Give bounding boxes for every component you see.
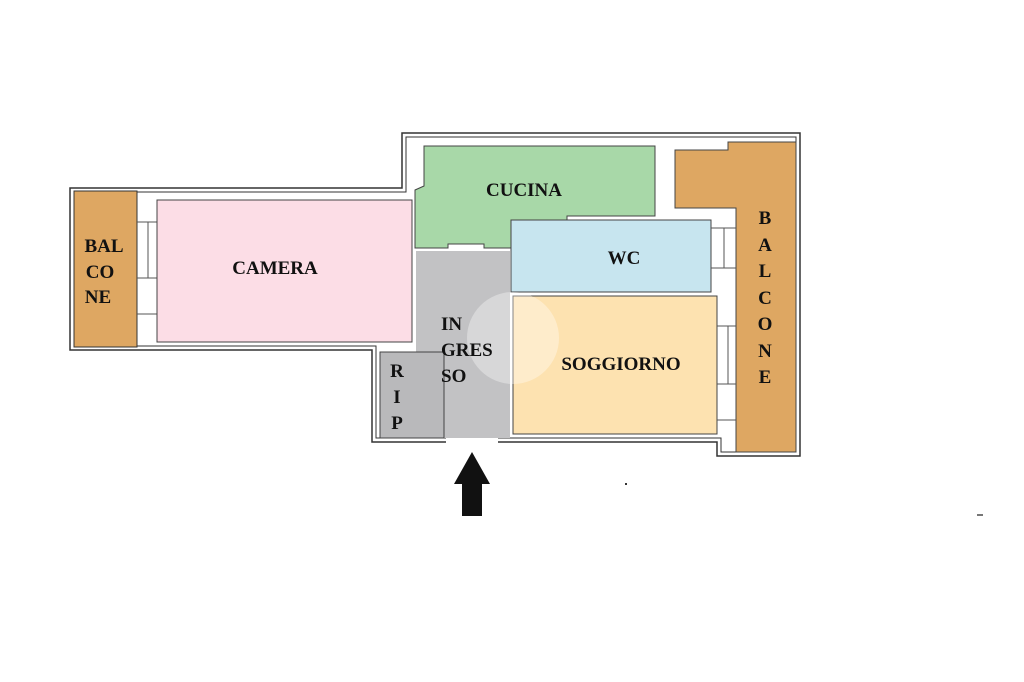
ripostiglio-label: R I P: [390, 361, 404, 434]
cucina-room: [414, 145, 656, 249]
stray-dot: [625, 483, 627, 485]
ingresso-line: SO: [441, 366, 466, 387]
balcone-left-line: NE: [85, 287, 111, 308]
balcone-left-label: BAL CO NE: [84, 236, 123, 308]
outer-walls: [69, 132, 801, 457]
balcony-left-room: [73, 190, 138, 348]
camera-room: [156, 199, 413, 343]
balcone-right-letter: B: [759, 208, 772, 229]
arrow-up-icon: [454, 452, 490, 516]
ingresso-label: IN GRES SO: [441, 314, 493, 387]
ripostiglio-room: [379, 351, 445, 439]
balcone-right-letter: A: [758, 235, 772, 256]
soggiorno-room: [512, 295, 718, 435]
balcone-left-line: BAL: [84, 236, 123, 257]
soggiorno-label: SOGGIORNO: [561, 354, 680, 375]
wc-label: WC: [608, 248, 641, 269]
balcone-left-line: CO: [86, 262, 115, 283]
balcone-right-letter: N: [758, 341, 772, 362]
balcone-right-letter: E: [759, 367, 772, 388]
balcone-right-label: B A L C O N E: [758, 208, 773, 388]
window-right: [711, 227, 736, 421]
wc-room: [510, 219, 712, 293]
window-left: [137, 221, 157, 315]
ripostiglio-letter: R: [390, 361, 404, 382]
stray-mark: [977, 514, 983, 516]
watermark-circle: [467, 292, 559, 384]
cucina-label: CUCINA: [486, 180, 562, 201]
ingresso-line: GRES: [441, 340, 493, 361]
balcone-right-letter: O: [758, 314, 773, 335]
balcony-right-room: [674, 141, 797, 453]
balcone-right-letter: C: [758, 288, 772, 309]
ripostiglio-letter: I: [393, 387, 400, 408]
ingresso-line: IN: [441, 314, 462, 335]
camera-label: CAMERA: [232, 258, 318, 279]
ripostiglio-letter: P: [391, 413, 403, 434]
balcone-right-letter: L: [759, 261, 772, 282]
